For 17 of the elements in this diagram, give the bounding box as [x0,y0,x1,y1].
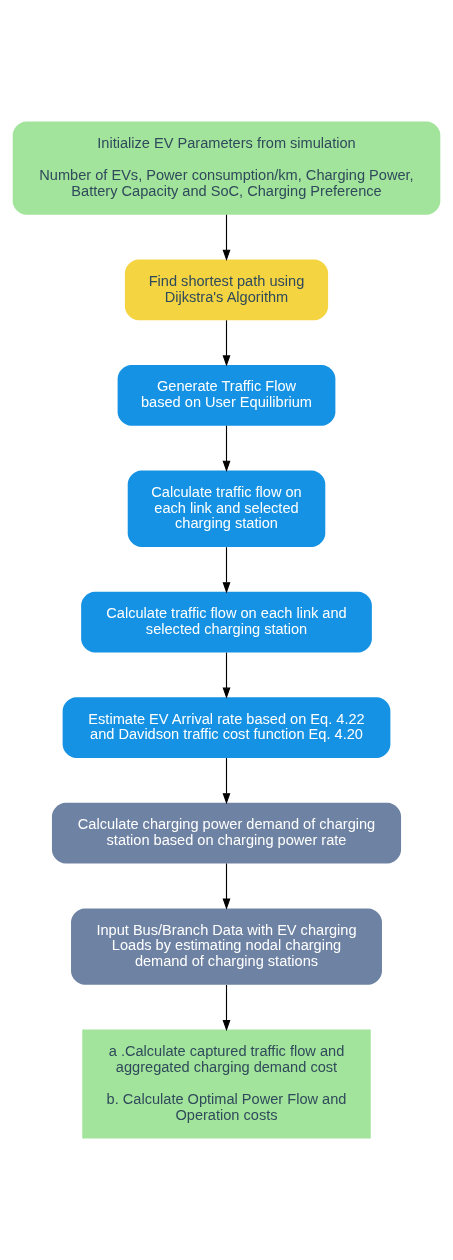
arrow [222,546,231,594]
node-box: a .Calculate captured traffic flow and aggregated charging demand cost b. Calculate Optimal Power Flow and Operation costs [82,1029,371,1139]
node-box: Calculate traffic flow on each link and selected charging station [127,470,326,547]
arrow [222,319,231,367]
node-box: Generate Traffic Flow based on User Equilibrium [117,365,336,426]
node-box: Initialize EV Parameters from simulation Number of EVs, Power consumption/km, Charging Power, Battery Capacity and SoC, Charging Preference [12,121,441,215]
arrow [222,652,231,699]
node-box: Input Bus/Branch Data with EV charging Loads by estimating nodal charging demand of charging stations [71,908,382,985]
arrow [222,757,231,805]
node-box: Calculate traffic flow on each link and selected charging station [81,591,372,653]
arrow [222,862,231,910]
node-box: Calculate charging power demand of charging station based on charging power rate [51,802,402,864]
node-box: Find shortest path using Dijkstra's Algorithm [124,259,329,321]
arrow [222,984,231,1032]
arrow [222,214,231,261]
node-box: Estimate EV Arrival rate based on Eq. 4.22 and Davidson traffic cost function Eq. 4.20 [62,697,391,758]
arrow [222,425,231,472]
